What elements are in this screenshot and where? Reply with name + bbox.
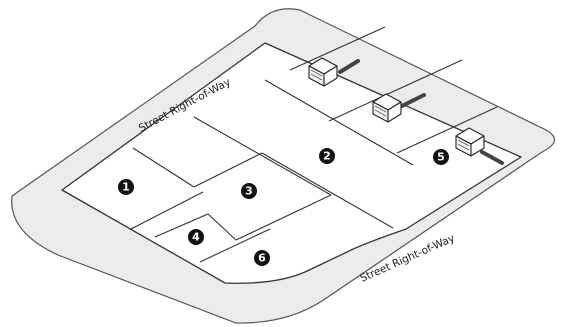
lot-line-lot4-top	[154, 213, 209, 238]
lot-line-right-c	[289, 26, 386, 71]
lot-line-lot2-bottom	[261, 152, 394, 229]
lot-line-lot2-right	[264, 79, 414, 166]
lot-badge-1: 1	[118, 179, 134, 195]
svg-text:4: 4	[192, 231, 200, 244]
house-icon	[372, 93, 402, 123]
svg-text:1: 1	[122, 181, 130, 194]
lot-badge-6: 6	[254, 250, 270, 266]
lot-line-lot6-top	[235, 194, 332, 241]
lot-badge-5: 5	[433, 149, 449, 165]
development-block	[61, 42, 522, 284]
svg-text:2: 2	[323, 150, 331, 163]
lot-line-lot4-right	[207, 213, 237, 241]
lot-badge-4: 4	[188, 229, 204, 245]
driveway-1	[338, 59, 360, 74]
lot-badge-2: 2	[319, 148, 335, 164]
driveway-3	[480, 150, 504, 165]
svg-text:6: 6	[258, 252, 266, 265]
lot-line-lot2-left	[193, 116, 332, 196]
house-icon	[308, 57, 338, 87]
svg-text:3: 3	[245, 185, 253, 198]
house-icon	[455, 127, 485, 157]
lot-line-lot3-top	[193, 152, 263, 188]
driveway-2	[400, 93, 426, 108]
lot-line-row-divider	[132, 147, 195, 188]
driveways	[338, 59, 504, 165]
lot-line-right-a	[328, 59, 463, 122]
lot-line-right-b	[396, 106, 498, 154]
svg-text:5: 5	[437, 151, 445, 164]
lot-line-row-divider-2	[130, 191, 204, 230]
lot-badge-3: 3	[241, 183, 257, 199]
lot-line-lot6-left	[199, 228, 271, 263]
lot-lines	[130, 26, 498, 263]
